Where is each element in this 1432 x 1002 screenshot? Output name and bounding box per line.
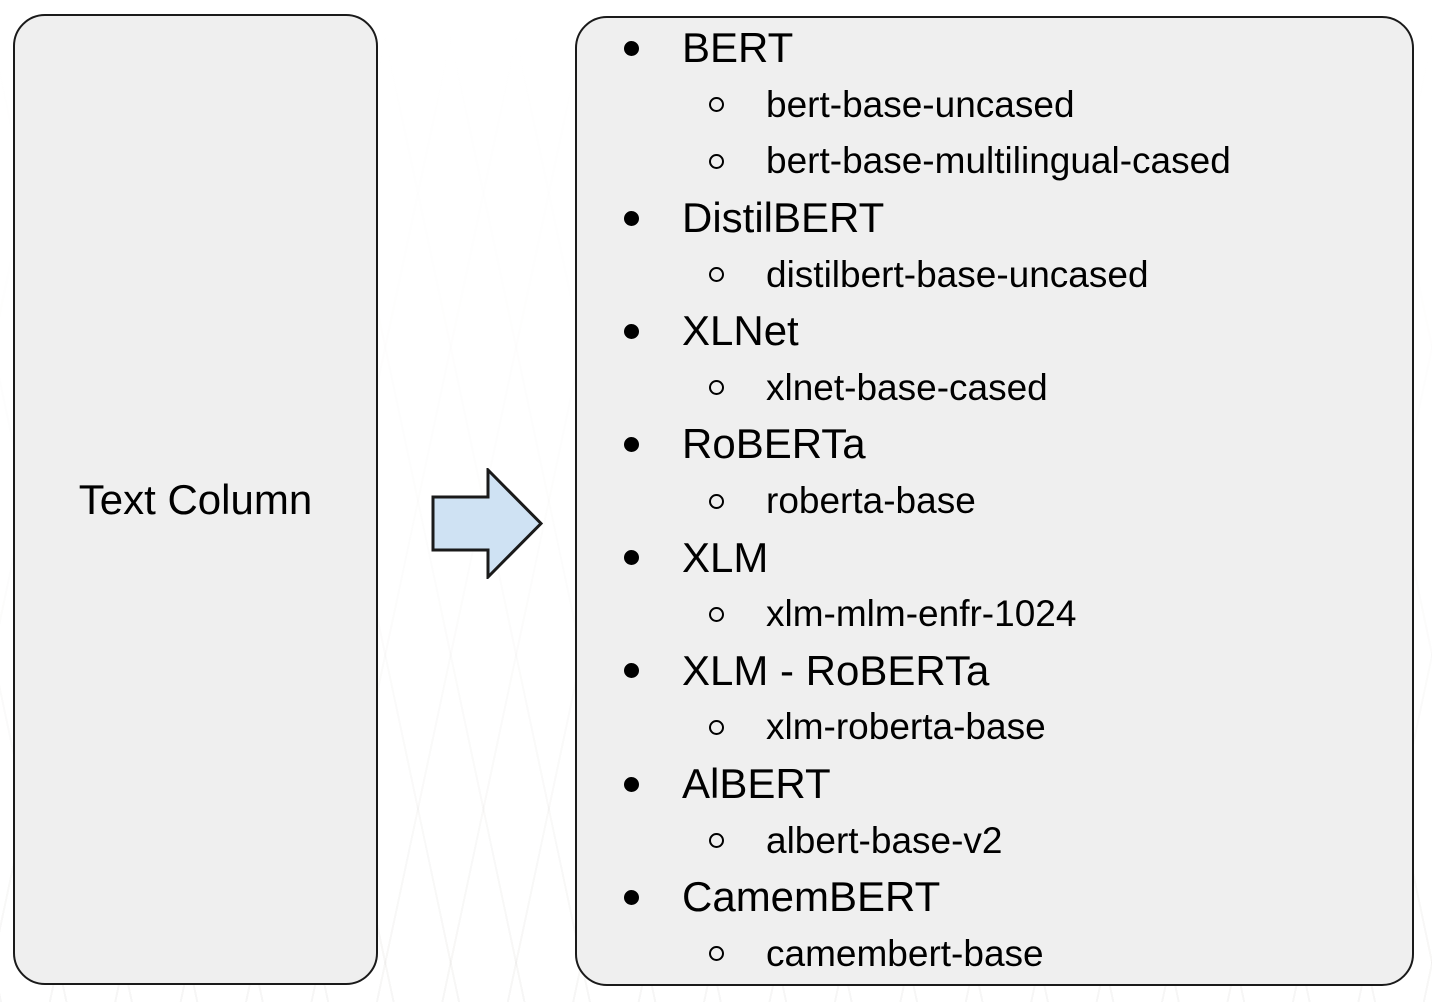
checkpoint-item: albert-base-v2 — [577, 812, 1412, 869]
checkpoint-item: xlm-roberta-base — [577, 699, 1412, 756]
bullet-filled-icon — [624, 436, 639, 452]
model-family-label: CamemBERT — [682, 873, 941, 921]
checkpoint-label: bert-base-uncased — [766, 83, 1075, 125]
model-family-item: XLM - RoBERTa — [577, 643, 1412, 700]
model-family-label: XLM - RoBERTa — [682, 646, 990, 694]
model-family-item: DistilBERT — [577, 190, 1412, 247]
bullet-filled-icon — [624, 40, 639, 56]
checkpoint-label: albert-base-v2 — [766, 819, 1003, 861]
models-box: BERT bert-base-uncased bert-base-multili… — [575, 16, 1414, 986]
model-family-item: XLM — [577, 529, 1412, 586]
checkpoint-label: xlm-roberta-base — [766, 706, 1046, 748]
model-family-label: BERT — [682, 24, 794, 72]
model-family-item: CamemBERT — [577, 869, 1412, 926]
checkpoint-item: xlm-mlm-enfr-1024 — [577, 586, 1412, 643]
checkpoint-item: xlnet-base-cased — [577, 360, 1412, 417]
source-box: Text Column — [13, 14, 378, 985]
bullet-hollow-icon — [709, 606, 724, 622]
model-family-label: XLNet — [682, 307, 799, 355]
checkpoint-label: xlm-mlm-enfr-1024 — [766, 593, 1077, 635]
model-family-label: AlBERT — [682, 760, 831, 808]
bullet-hollow-icon — [709, 153, 724, 169]
checkpoint-item: distilbert-base-uncased — [577, 246, 1412, 303]
checkpoint-item: bert-base-uncased — [577, 77, 1412, 134]
bullet-hollow-icon — [709, 97, 724, 113]
bullet-hollow-icon — [709, 946, 724, 962]
source-box-label: Text Column — [78, 475, 313, 523]
bullet-filled-icon — [624, 776, 639, 792]
checkpoint-label: xlnet-base-cased — [766, 366, 1048, 408]
model-family-item: BERT — [577, 20, 1412, 77]
checkpoint-label: distilbert-base-uncased — [766, 253, 1149, 295]
bullet-filled-icon — [624, 210, 639, 226]
model-family-label: XLM — [682, 533, 769, 581]
model-family-item: XLNet — [577, 303, 1412, 360]
checkpoint-label: bert-base-multilingual-cased — [766, 140, 1231, 182]
model-family-item: AlBERT — [577, 756, 1412, 813]
bullet-filled-icon — [624, 550, 639, 566]
bullet-filled-icon — [624, 323, 639, 339]
bullet-hollow-icon — [709, 493, 724, 509]
bullet-hollow-icon — [709, 267, 724, 283]
checkpoint-label: camembert-base — [766, 932, 1044, 974]
checkpoint-label: roberta-base — [766, 480, 976, 522]
right-arrow-icon — [431, 468, 543, 579]
checkpoint-item: roberta-base — [577, 473, 1412, 530]
bullet-hollow-icon — [709, 833, 724, 849]
checkpoint-item: camembert-base — [577, 926, 1412, 983]
bullet-hollow-icon — [709, 719, 724, 735]
bullet-filled-icon — [624, 663, 639, 679]
model-family-item: RoBERTa — [577, 416, 1412, 473]
bullet-hollow-icon — [709, 380, 724, 396]
checkpoint-item: bert-base-multilingual-cased — [577, 133, 1412, 190]
bullet-filled-icon — [624, 889, 639, 905]
model-family-label: RoBERTa — [682, 420, 866, 468]
model-family-label: DistilBERT — [682, 194, 885, 242]
